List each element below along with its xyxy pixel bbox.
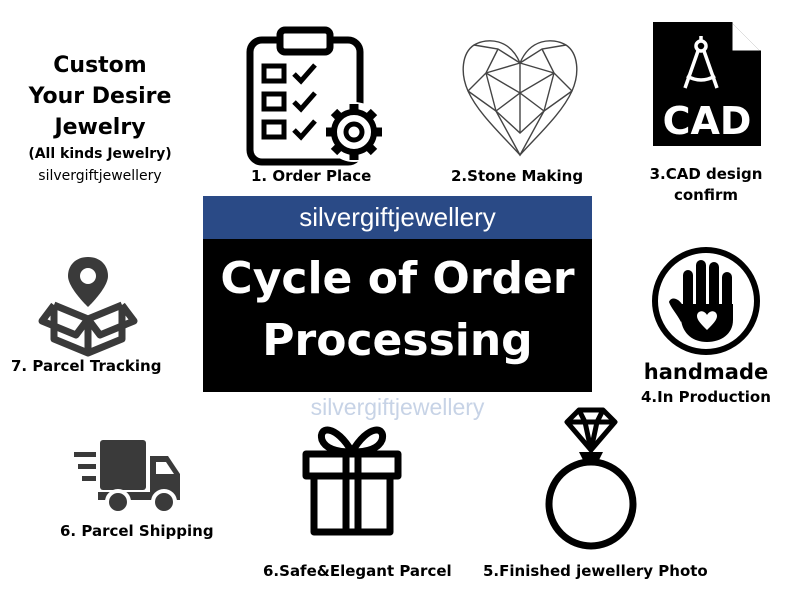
step-cad-label-line-1: 3.CAD design [649,165,763,183]
headline-line-3: Jewelry [54,115,146,140]
title-brand-bar: silvergiftjewellery [203,196,592,239]
headline-line-1: Custom [53,53,147,78]
delivery-truck-icon [74,440,180,515]
step-cad-label: 3.CAD design confirm [636,164,776,206]
heart-gem-icon [462,40,578,157]
cad-file-icon: CAD [653,22,761,146]
diamond-ring-icon [545,407,637,550]
step-order-place-label: 1. Order Place [251,167,372,185]
step-stone-making-label: 2.Stone Making [451,167,584,185]
step-parcel-shipping-label: 6. Parcel Shipping [60,522,214,540]
step-in-production-label: 4.In Production [641,388,771,406]
diagram-title: Cycle of Order Processing [203,248,592,372]
handmade-text: handmade [643,360,769,384]
step-parcel-tracking-label: 7. Parcel Tracking [11,357,162,375]
headline-brand: silvergiftjewellery [38,168,162,184]
step-safe-parcel-label: 6.Safe&Elegant Parcel [263,562,452,580]
headline-line-2: Your Desire [28,84,172,109]
handmade-hand-icon [652,247,760,355]
parcel-tracking-icon [38,257,138,357]
step-cad-label-line-2: confirm [673,186,739,204]
diagram-title-line-2: Processing [262,315,533,366]
gift-box-icon [302,426,402,536]
clipboard-checklist-icon [246,26,384,166]
step-finished-photo-label: 5.Finished jewellery Photo [483,562,708,580]
brand-watermark: silvergiftjewellery [310,394,485,420]
headline-block: Custom Your Desire Jewelry (All kinds Je… [20,50,180,187]
cad-icon-text: CAD [663,99,752,143]
title-box: silvergiftjewellery Cycle of Order Proce… [203,196,592,392]
diagram-title-line-1: Cycle of Order [220,253,575,304]
headline-subtitle: (All kinds Jewelry) [28,146,172,162]
